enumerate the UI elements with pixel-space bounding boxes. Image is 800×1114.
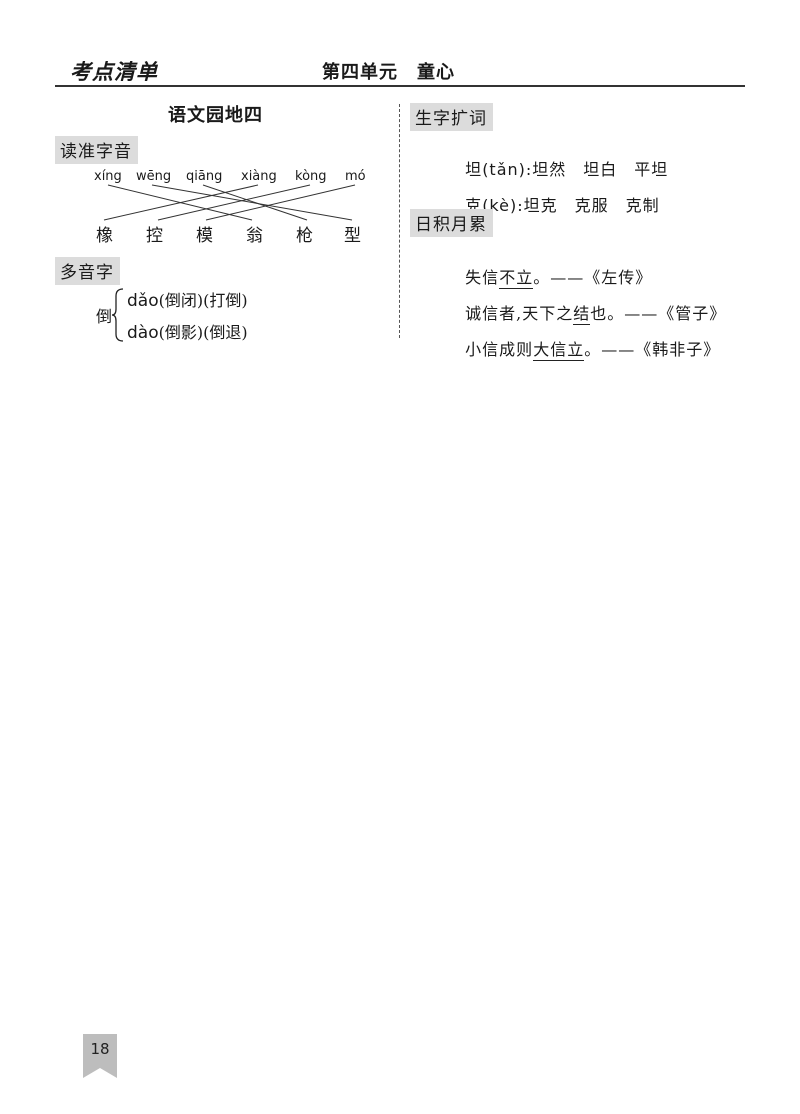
polyphone-line-1: dǎo(倒闭)(打倒): [127, 287, 248, 311]
polyphone-words: (倒影)(倒退): [158, 323, 248, 342]
curly-brace-icon: [111, 288, 124, 342]
char-5: 枪: [296, 226, 313, 246]
polyphone-pinyin: dào: [127, 323, 159, 343]
polyphone-pinyin: dǎo: [127, 291, 159, 311]
quote-line-3: 小信成则大信立。——《韩非子》: [453, 317, 721, 361]
match-line: [103, 184, 259, 221]
char-1: 橡: [96, 226, 113, 246]
expand-words: :坦克 克服 克制: [517, 196, 660, 215]
page-number: 18: [90, 1040, 110, 1058]
header-rule: [55, 85, 745, 87]
quote-source: 。——《左传》: [533, 268, 653, 287]
page-tab-shape: [83, 1034, 117, 1078]
word-expansion-tag: 生字扩词: [410, 103, 493, 131]
matching-lines: [103, 184, 356, 221]
left-title: 语文园地四: [168, 105, 263, 126]
read-pronunciation-tag: 读准字音: [55, 136, 138, 164]
quote-source: 也。——《管子》: [590, 304, 727, 323]
polyphone-words: (倒闭)(打倒): [158, 291, 248, 310]
daily-accumulation-tag: 日积月累: [410, 209, 493, 237]
pinyin-3: qiāng: [186, 169, 223, 184]
quote-line-2: 诚信者,天下之结也。——《管子》: [453, 281, 727, 325]
quote-text: 失信: [465, 268, 500, 287]
polyphone-line-2: dào(倒影)(倒退): [127, 319, 248, 343]
char-6: 型: [344, 226, 361, 246]
char-4: 翁: [246, 226, 263, 246]
match-line: [157, 184, 311, 221]
quote-underline: 不立: [499, 268, 534, 289]
match-line: [151, 184, 353, 221]
quote-underline: 结: [573, 304, 591, 325]
pinyin-6: mó: [345, 169, 366, 184]
expand-char: 坦: [465, 160, 483, 179]
char-2: 控: [146, 226, 163, 246]
quote-underline: 大信立: [533, 340, 585, 361]
polyphone-tag: 多音字: [55, 257, 120, 285]
unit-title: 第四单元 童心: [322, 62, 455, 83]
expand-line-1: 坦(tǎn):坦然 坦白 平坦: [453, 137, 668, 180]
match-line: [202, 184, 308, 221]
pinyin-4: xiàng: [241, 169, 277, 184]
expand-words: :坦然 坦白 平坦: [525, 160, 669, 179]
expand-pinyin: (tǎn): [482, 160, 526, 179]
char-3: 模: [196, 226, 213, 246]
polyphone-char: 倒: [96, 307, 113, 326]
column-divider: [399, 104, 400, 338]
pinyin-1: xíng: [94, 169, 122, 184]
quote-source: 。——《韩非子》: [584, 340, 721, 359]
match-line: [205, 184, 356, 221]
quote-text: 小信成则: [465, 340, 534, 359]
pinyin-5: kòng: [295, 169, 327, 184]
quote-line-1: 失信不立。——《左传》: [453, 245, 653, 289]
section-label: 考点清单: [70, 60, 158, 84]
quote-text: 诚信者,天下之: [465, 304, 574, 323]
pinyin-2: wēng: [136, 169, 172, 184]
